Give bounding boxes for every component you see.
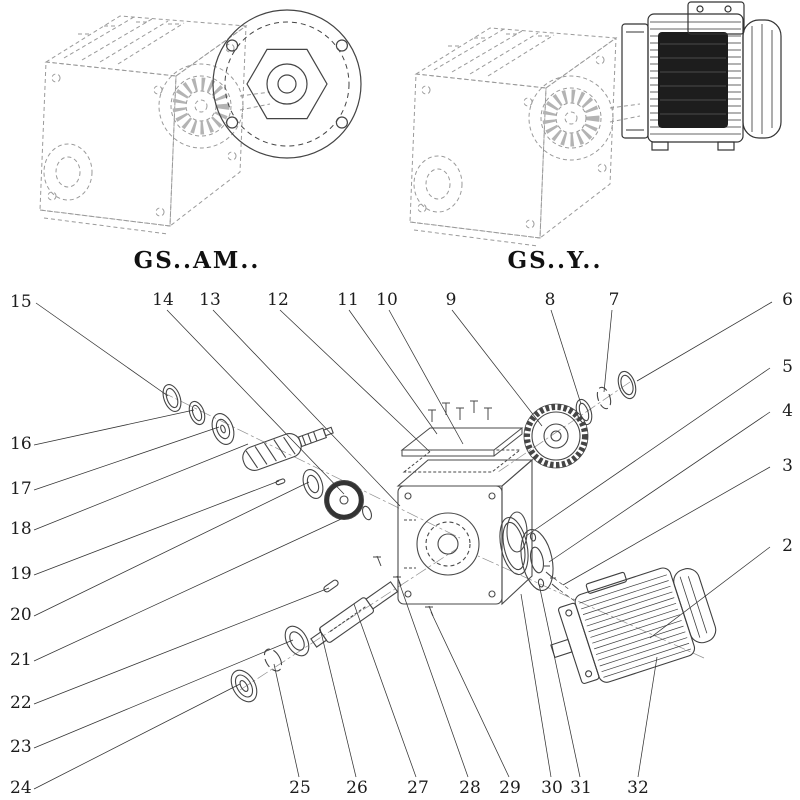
callout-7: 7 [609, 290, 620, 310]
output-shaft [310, 581, 399, 648]
callout-19: 19 [10, 564, 32, 584]
callout-5: 5 [782, 357, 793, 377]
callout-25: 25 [289, 778, 311, 798]
callout-29: 29 [499, 778, 521, 798]
motor-dark-band [658, 32, 728, 128]
callout-13: 13 [199, 290, 221, 310]
motor-terminal-box-exploded [585, 571, 627, 594]
helical-gear [524, 404, 588, 468]
callout-22: 22 [10, 693, 32, 713]
callout-23: 23 [10, 737, 32, 757]
callout-26: 26 [346, 778, 368, 798]
output-flange-drawing [212, 9, 362, 159]
motor-drawing-top [621, 1, 782, 151]
callout-30: 30 [541, 778, 563, 798]
worm-shaft [242, 426, 334, 471]
variant-title-left: GS..AM.. [134, 247, 261, 274]
callout-21: 21 [10, 650, 32, 670]
flange-hex-hub [246, 48, 328, 120]
callout-27: 27 [407, 778, 429, 798]
housing-screws [373, 555, 434, 617]
callout-3: 3 [782, 456, 793, 476]
callout-6: 6 [782, 290, 793, 310]
callout-2: 2 [782, 536, 793, 556]
callout-24: 24 [10, 778, 32, 798]
cover-plate-assembly [400, 400, 524, 473]
callout-12: 12 [267, 290, 289, 310]
input-shaft-parts [162, 384, 373, 521]
helical-gear-parts [523, 370, 637, 469]
motor-end-cap-exploded [673, 568, 717, 644]
shaft-key [323, 579, 339, 593]
callout-labels: 15 14 13 12 11 10 9 8 7 6 5 4 3 2 16 17 … [10, 290, 793, 798]
callout-14: 14 [152, 290, 174, 310]
leader-lines [33, 301, 773, 790]
output-shaft-parts [230, 579, 399, 703]
callout-20: 20 [10, 605, 32, 625]
motor-flange-parts [499, 516, 577, 603]
gearbox-ghost-left [40, 16, 270, 234]
worm-gear-disc [324, 480, 364, 520]
motor-end-cap [742, 19, 782, 139]
motor-drawing-exploded [550, 567, 717, 684]
callout-11: 11 [337, 290, 359, 310]
callout-32: 32 [627, 778, 649, 798]
motor-terminal-box [687, 1, 745, 35]
callout-4: 4 [782, 401, 793, 421]
cover-screws [428, 400, 492, 422]
circlip [596, 386, 612, 410]
callout-9: 9 [446, 290, 457, 310]
callout-10: 10 [376, 290, 398, 310]
callout-15: 15 [10, 292, 32, 312]
callout-31: 31 [570, 778, 592, 798]
callout-28: 28 [459, 778, 481, 798]
callout-8: 8 [545, 290, 556, 310]
gear-housing [396, 458, 534, 606]
callout-16: 16 [10, 434, 32, 454]
variant-title-right: GS..Y.. [508, 247, 603, 274]
gearbox-ghost-right [410, 28, 640, 246]
callout-18: 18 [10, 519, 32, 539]
callout-17: 17 [10, 479, 32, 499]
